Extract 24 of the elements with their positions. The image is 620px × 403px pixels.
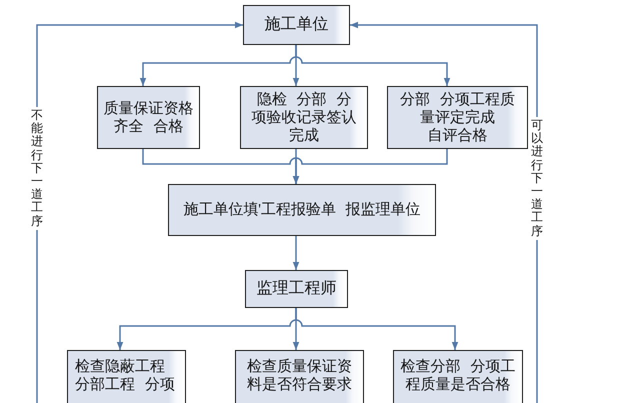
node-label: 施工单位 <box>264 16 328 34</box>
node-label: 质量保证资格齐全 合格 <box>102 100 194 136</box>
process-box <box>97 86 200 149</box>
node-label: 隐检 分部 分项验收记录签认完成 <box>250 90 358 144</box>
node-label: 施工单位填'工程报验单 报监理单位 <box>183 201 421 219</box>
process-box <box>243 5 350 45</box>
node-label: 检查质量保证资料是否符合要求 <box>246 358 353 394</box>
node-label: 分部 分项工程质量评定完成 <box>399 90 516 126</box>
node-label: 自评合格 <box>428 126 488 144</box>
process-box <box>235 350 364 403</box>
node-label: 检查隐蔽工程分部工程 分项 <box>75 358 176 394</box>
arrow <box>295 45 450 86</box>
process-box <box>240 86 368 149</box>
process-box <box>387 86 528 149</box>
edge-label: 可以进行下一道工序 <box>531 117 543 240</box>
process-box <box>67 350 186 403</box>
node-label: 检查分部 分项工程质量是否合格 <box>400 358 516 394</box>
arrow <box>295 308 458 350</box>
node-label: 监理工程师 <box>256 280 336 298</box>
process-box <box>168 184 436 236</box>
process-box <box>393 350 523 403</box>
process-box <box>245 270 348 308</box>
edge-label: 不能进行下一道工序 <box>31 107 43 230</box>
arrow <box>292 236 300 270</box>
